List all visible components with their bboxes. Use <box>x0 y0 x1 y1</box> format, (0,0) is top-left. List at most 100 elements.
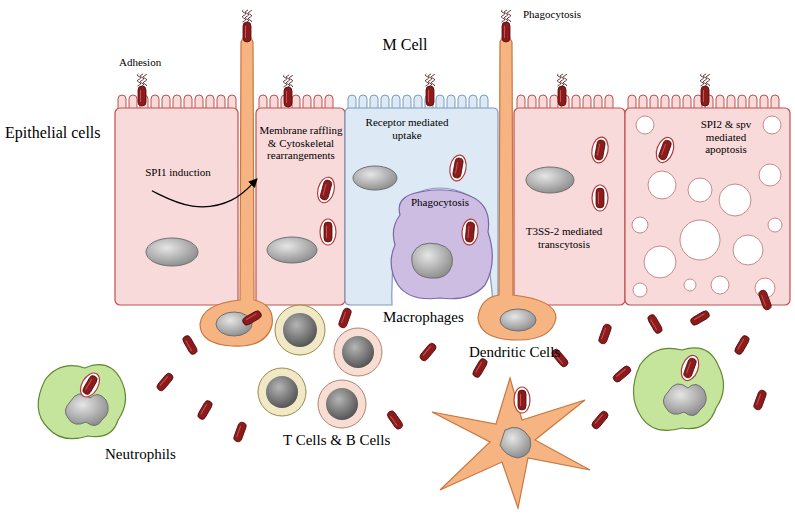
process-text: SPI2 & spv mediated apoptosis <box>693 118 759 156</box>
salmonella <box>514 387 530 413</box>
bacterium-body <box>683 357 697 379</box>
process-text: T3SS-2 mediated transcytosis <box>522 225 606 250</box>
salmonella <box>472 357 489 378</box>
bacterium-shine <box>694 314 704 320</box>
salmonella <box>689 310 710 327</box>
neutrophil <box>633 348 723 431</box>
salmonella <box>501 10 511 42</box>
salmonella <box>647 313 664 334</box>
bacterium-body <box>386 410 404 431</box>
flagellum <box>560 74 564 86</box>
shape-circle <box>258 368 306 416</box>
flagellum <box>504 10 508 22</box>
tissue-label: Epithelial cells <box>4 124 102 142</box>
epithelial-cell <box>115 108 238 305</box>
bacterium-body <box>233 421 247 443</box>
nucleus <box>267 237 317 263</box>
bacterium-shine <box>651 320 657 330</box>
flagellum <box>143 74 147 86</box>
flagellum <box>431 74 435 86</box>
shape-circle <box>633 283 647 297</box>
vacuole <box>592 185 608 211</box>
salmonella <box>137 74 147 106</box>
vacuole <box>590 136 610 164</box>
vacuole <box>315 175 337 204</box>
salmonella <box>419 342 438 362</box>
salmonella <box>241 310 262 327</box>
bacteria <box>77 10 773 443</box>
epithelial-cell-box: SPI2 & spv mediated apoptosis <box>625 108 790 305</box>
bacterium-shine <box>245 26 246 38</box>
process-text: Membrane raffling & Cytoskeletal rearran… <box>259 124 343 162</box>
bacterium-shine <box>140 90 141 102</box>
salmonella <box>461 218 479 245</box>
bacterium-shine <box>738 339 744 349</box>
salmonella <box>386 410 404 431</box>
nucleus <box>146 238 198 266</box>
bacterium-shine <box>246 314 256 320</box>
bacterium-shine <box>201 404 207 414</box>
salmonella <box>242 10 252 42</box>
bacterium-body <box>241 310 262 327</box>
salmonella <box>182 334 199 355</box>
salmonella <box>758 289 772 311</box>
bacterium-shine <box>423 346 431 355</box>
bacterium-shine <box>326 226 327 238</box>
nucleus <box>412 243 453 278</box>
bacterium-shine <box>597 144 599 156</box>
salmonella <box>590 136 610 164</box>
shape-circle <box>283 313 317 347</box>
lymphocytes <box>258 305 382 428</box>
salmonella <box>612 365 632 384</box>
shape-circle <box>680 220 720 260</box>
vacuole <box>77 370 104 401</box>
bacterium-shine <box>703 90 704 102</box>
flagellum <box>703 74 707 86</box>
bacterium-body <box>612 365 632 384</box>
bacterium-body <box>452 157 463 178</box>
macrophage-box: Phagocytosis <box>388 188 493 298</box>
bacterium-body <box>502 22 510 42</box>
salmonella <box>77 370 104 401</box>
flagellum <box>289 75 293 87</box>
bacterium-body <box>324 222 332 242</box>
bacterium-shine <box>520 394 521 406</box>
shape-circle <box>342 336 374 368</box>
salmonella <box>598 323 612 345</box>
bacterium-body <box>701 86 709 106</box>
bacterium-shine <box>757 394 761 405</box>
bacterium-shine <box>342 312 346 323</box>
bacterium-shine <box>476 362 482 372</box>
m-cell-box: M CellReceptor mediated uptakePhagocytos… <box>345 108 498 305</box>
bacterium-body <box>338 307 352 329</box>
apoptotic-vesicles <box>632 116 782 298</box>
bacterium-body <box>138 86 146 106</box>
shape-circle <box>768 218 782 232</box>
flagellum <box>507 10 511 22</box>
vacuole <box>514 387 530 413</box>
salmonella <box>592 185 608 211</box>
shape-circle <box>688 178 712 202</box>
salmonella <box>591 410 610 430</box>
bacterium-shine <box>602 328 606 339</box>
salmonella <box>700 74 710 106</box>
shape-circle <box>711 276 729 294</box>
bacterium-body <box>243 22 251 42</box>
vacuole <box>653 135 677 165</box>
epithelial-cell <box>514 108 625 305</box>
dendritic-cell <box>432 378 590 508</box>
bacterium-body <box>320 179 333 200</box>
salmonella <box>315 175 337 204</box>
shape-circle <box>644 246 676 278</box>
bacterium-body <box>182 334 199 355</box>
bacterium-body <box>647 313 664 334</box>
bacterium-shine <box>595 414 603 423</box>
bacterium-body <box>591 410 610 430</box>
shape-circle <box>275 305 325 355</box>
bacterium-body <box>558 86 566 106</box>
flagellum <box>248 10 252 22</box>
bacterium-body <box>426 86 434 106</box>
